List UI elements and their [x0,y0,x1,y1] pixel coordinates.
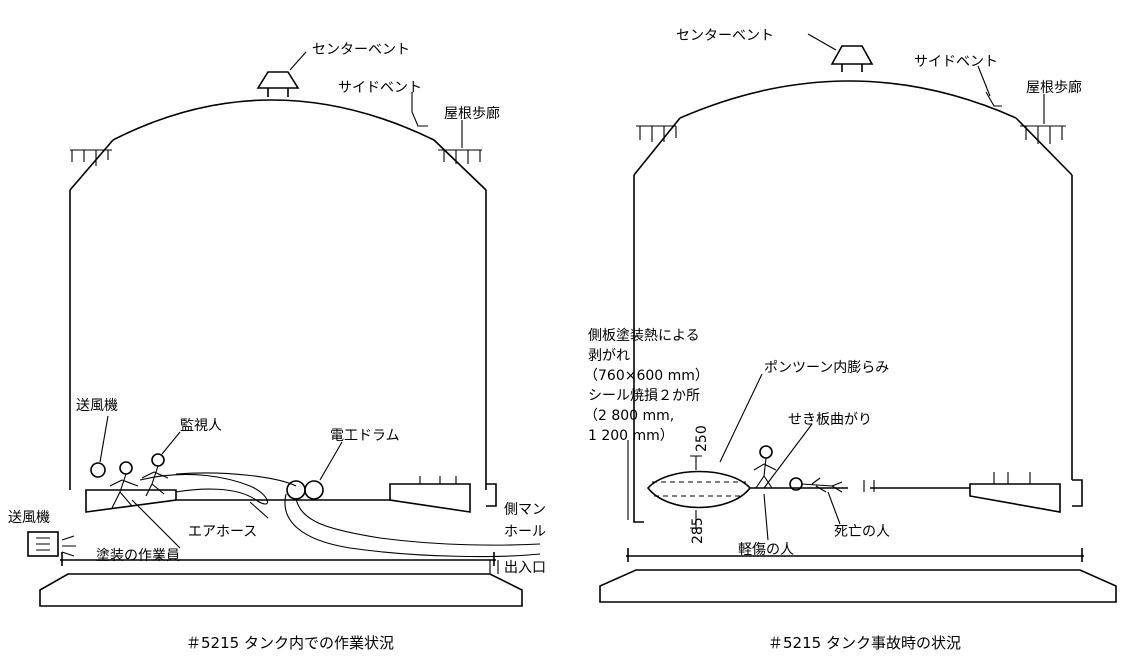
dead-figure-body [801,477,843,493]
left-center-vent [256,71,300,89]
left-pontoon-legs [419,476,457,484]
label-peel-line3: （760×600 mm） [584,368,709,384]
label-pontoon-bulge: ポンツーン内膨らみ [764,359,889,376]
left-blower-box [27,531,59,557]
left-roof-dome [112,99,435,141]
leader-plate-bend [763,423,813,489]
supervisor-figure-head [151,453,165,467]
right-bulged-pontoon [646,470,752,509]
right-wall-peel [633,470,644,523]
left-pontoon-right [389,483,471,513]
right-tank [599,45,1117,603]
injured-figure-body [753,457,777,489]
supervisor-figure-body [141,465,169,497]
right-bottom-flanges [627,548,1083,562]
right-side-vent [985,91,1002,107]
leader-center-vent-left [289,51,307,71]
leader-cable-drum [319,441,343,481]
left-upper-blower [90,462,106,478]
air-hose-exit-1 [284,493,541,558]
painter-figure-body [109,473,139,509]
label-seal-line3: 1 200 mm） [588,428,674,444]
cable-drum-left [286,480,306,500]
right-walkway-rail-right [1020,125,1066,144]
label-side-manhole-1: 側マン [504,502,546,518]
label-dim-285: 285 [690,517,706,544]
left-walkway-rail-right [438,149,482,164]
left-walkway-rail-left [70,149,112,166]
painter-figure-head [119,461,133,475]
leader-center-vent-right [807,33,837,51]
left-side-vent [411,111,428,127]
caption-left: ＃5215 タンク内での作業状況 [186,634,394,652]
label-center-vent-right: センターベント [676,28,774,44]
left-bottom-flanges [61,552,495,566]
left-tank [27,71,541,607]
leader-painter [131,499,181,549]
label-seal-line2: （2 800 mm, [584,408,674,424]
label-seal-line1: シール焼損２か所 [588,388,700,404]
label-cable-drum: 電工ドラム [330,428,400,444]
label-roof-walkway-left: 屋根歩廊 [444,105,500,122]
air-hose-loop [139,473,268,505]
label-side-vent-left: サイドベント [338,80,422,96]
leader-supervisor [161,431,181,455]
right-leaders [627,33,1045,541]
label-center-vent-left: センターベント [312,42,410,58]
leader-pontoon-bulge [719,373,763,463]
left-center-vent-stem [267,88,289,97]
label-blower-upper: 送風機 [76,398,118,414]
dim-250-mark [690,455,702,470]
left-foundation [39,573,523,607]
label-dead: 死亡の人 [834,524,890,540]
injured-figure-head [759,445,773,459]
right-center-vent [830,45,874,65]
label-blower-left: 送風機 [8,510,50,526]
air-hose-exit-2 [295,497,541,546]
right-pontoon-right [969,483,1061,513]
dim-285-mark [690,510,702,529]
label-plate-bend: せき板曲がり [788,412,872,428]
leader-upper-blower [99,415,109,463]
right-deck-gap [863,480,875,492]
right-labels: センターベント サイドベント 屋根歩廊 側板塗装熱による 剥がれ （760×60… [584,28,1082,652]
label-side-manhole-2: ホール [504,524,546,540]
label-air-hose: エアホース [188,524,257,540]
right-roof-dome [679,80,1017,119]
label-peel-line2: 剥がれ [588,348,630,364]
left-leaders [99,51,463,549]
label-painter: 塗装の作業員 [96,547,180,564]
leader-air-hose [249,501,269,519]
label-supervisor: 監視人 [180,417,222,434]
left-labels: センターベント サイドベント 屋根歩廊 送風機 監視人 電工ドラム 送風機 側マ… [8,42,546,652]
left-entrance-door [489,560,499,574]
leader-injured [763,493,769,541]
left-side-manhole [486,483,497,507]
right-shoulder-left [633,117,681,176]
cable-drum-right [304,480,324,500]
leader-side-vent-right [977,65,991,97]
label-entrance: 出入口 [504,560,546,576]
label-roof-walkway-right: 屋根歩廊 [1026,79,1082,96]
right-foundation [599,569,1117,603]
right-center-vent-stem [841,64,863,72]
label-dim-250: 250 [694,425,710,452]
left-shoulder-left [69,139,114,191]
right-side-manhole [1072,479,1083,507]
right-walkway-rail-left [636,125,677,142]
right-pontoon-legs [993,472,1031,484]
caption-right: ＃5215 タンク事故時の状況 [768,634,961,652]
left-blower-airflow [36,535,76,557]
label-injured: 軽傷の人 [738,542,794,558]
leader-dead [827,491,841,525]
left-shoulder-right [433,139,487,191]
label-side-vent-right: サイドベント [914,54,998,70]
right-shoulder-right [1015,117,1073,176]
label-peel-line1: 側板塗装熱による [588,327,700,344]
